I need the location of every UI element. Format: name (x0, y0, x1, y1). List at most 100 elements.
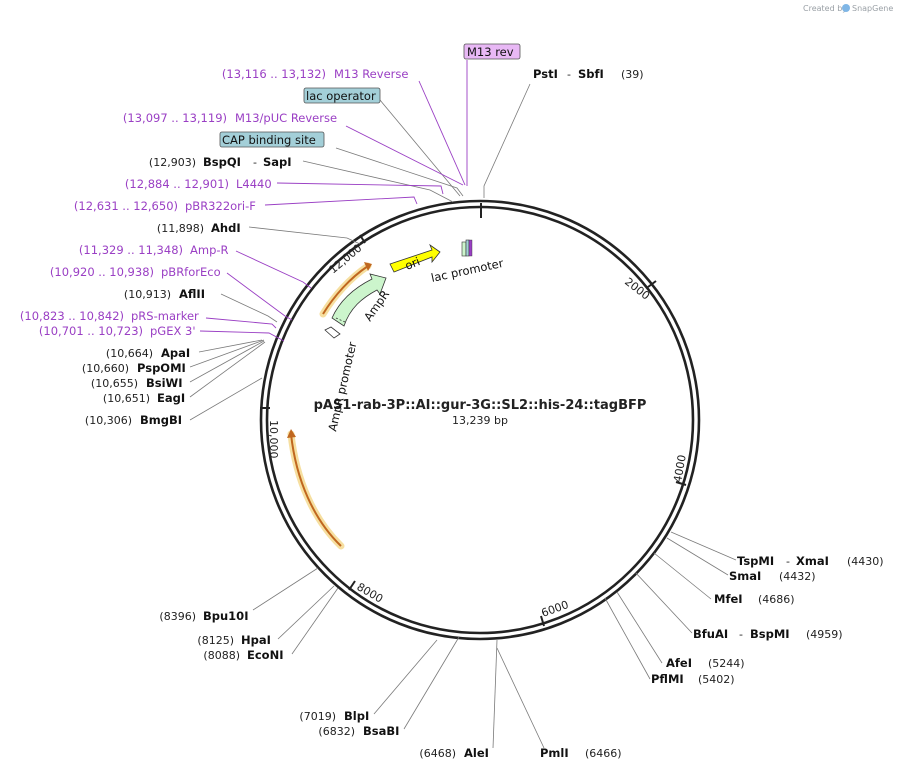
site-pos: (6466) (585, 747, 622, 760)
site-name[interactable]: BlpI (344, 709, 369, 723)
cap-site-box[interactable]: CAP binding site (219, 131, 325, 148)
tick-8000 (348, 580, 356, 591)
left-enzyme-labels: (12,903) BspQI - SapI (11,898) AhdI (10,… (82, 155, 489, 760)
site-pos: (5244) (708, 657, 745, 670)
site-name[interactable]: BsaBI (363, 724, 399, 738)
site-name[interactable]: BspMI (750, 627, 790, 641)
primer-pos: (12,884 .. 12,901) (125, 177, 229, 191)
site-name[interactable]: PmlI (540, 746, 569, 760)
primer-pos: (11,329 .. 11,348) (79, 243, 183, 257)
site-sep: - (253, 156, 257, 169)
site-name[interactable]: AhdI (211, 221, 241, 235)
tick-label-6000: 6000 (540, 598, 571, 620)
snapgene-brand: Created by SnapGene (803, 4, 893, 13)
site-name[interactable]: PflMI (651, 672, 684, 686)
plasmid-size: 13,239 bp (452, 414, 508, 427)
feature-arc-upper[interactable] (319, 262, 372, 318)
site-name[interactable]: BmgBI (140, 413, 182, 427)
site-name[interactable]: AfeI (666, 656, 692, 670)
site-name[interactable]: HpaI (241, 633, 271, 647)
site-pos: (10,306) (85, 414, 132, 427)
primer-connectors (199, 60, 468, 342)
site-name[interactable]: BfuAI (693, 627, 728, 641)
site-pos: (10,913) (124, 288, 171, 301)
site-pos: (6468) (419, 747, 456, 760)
site-sep: - (786, 555, 790, 568)
m13rev-box[interactable]: M13 rev (463, 43, 521, 60)
site-pos: (8396) (159, 610, 196, 623)
primer-pos: (10,701 .. 10,723) (39, 324, 143, 338)
primer-name[interactable]: M13/pUC Reverse (235, 111, 337, 125)
site-pos: (39) (621, 68, 644, 81)
created-by-label: Created by (803, 4, 847, 13)
enzyme-connectors (189, 83, 737, 749)
site-pos: (10,660) (82, 362, 129, 375)
site-name[interactable]: PspOMI (137, 361, 186, 375)
site-sep: - (739, 628, 743, 641)
site-pos: (8125) (197, 634, 234, 647)
primer-name[interactable]: pRS-marker (131, 309, 199, 323)
site-name[interactable]: AflII (179, 287, 205, 301)
site-pos: (10,651) (103, 392, 150, 405)
cap-site-label: CAP binding site (222, 133, 316, 147)
site-pos: (4430) (847, 555, 884, 568)
site-pos: (7019) (299, 710, 336, 723)
site-name[interactable]: EcoNI (247, 648, 283, 662)
primer-pos: (13,097 .. 13,119) (123, 111, 227, 125)
feature-ori[interactable]: ori (389, 243, 441, 273)
primer-pos: (13,116 .. 13,132) (222, 67, 326, 81)
site-pos: (11,898) (157, 222, 204, 235)
tick-4000 (675, 481, 687, 486)
site-sep: - (567, 68, 571, 81)
m13rev-label: M13 rev (467, 45, 514, 59)
plasmid-name: pAS1-rab-3P::AI::gur-3G::SL2::his-24::ta… (314, 398, 647, 413)
tick-label-10000: 10,000 (267, 420, 280, 459)
feature-ori-label: ori (403, 254, 422, 273)
feature-ampr-promoter[interactable]: AmpR promoter (324, 326, 360, 433)
site-name[interactable]: SmaI (729, 569, 761, 583)
feature-lac-promoter-label: lac promoter (430, 256, 505, 285)
site-pos: (4959) (806, 628, 843, 641)
site-name[interactable]: TspMI (737, 554, 774, 568)
tick-12000 (359, 234, 366, 244)
primer-labels: (13,116 .. 13,132) M13 Reverse (13,097 .… (20, 67, 409, 338)
tick-marks (260, 203, 687, 627)
site-pos: (8088) (203, 649, 240, 662)
site-pos: (5402) (698, 673, 735, 686)
primer-pos: (10,920 .. 10,938) (50, 265, 154, 279)
primer-name[interactable]: pBR322ori-F (185, 199, 256, 213)
site-name[interactable]: SbfI (578, 67, 604, 81)
site-name[interactable]: BspQI (203, 155, 241, 169)
site-pos: (10,655) (91, 377, 138, 390)
primer-name[interactable]: Amp-R (190, 243, 229, 257)
site-pos: (4432) (779, 570, 816, 583)
site-name[interactable]: MfeI (714, 592, 743, 606)
lac-operator-box[interactable]: lac operator (303, 87, 381, 104)
site-name[interactable]: XmaI (796, 554, 829, 568)
tick-6000 (540, 615, 545, 627)
site-pos: (12,903) (149, 156, 196, 169)
primer-pos: (12,631 .. 12,650) (74, 199, 178, 213)
site-pos: (10,664) (106, 347, 153, 360)
site-name[interactable]: PstI (533, 67, 558, 81)
site-name[interactable]: EagI (157, 391, 185, 405)
snapgene-label: SnapGene (852, 4, 893, 13)
primer-name[interactable]: pGEX 3' (150, 324, 196, 338)
site-name[interactable]: BsiWI (146, 376, 183, 390)
tick-2000 (647, 280, 657, 288)
feature-arc-lower[interactable] (287, 429, 345, 550)
lac-operator-label: lac operator (306, 89, 376, 103)
primer-name[interactable]: M13 Reverse (334, 67, 408, 81)
primer-name[interactable]: pBRforEco (161, 265, 221, 279)
primer-name[interactable]: L4440 (236, 177, 272, 191)
feature-lac-promoter[interactable]: lac promoter (430, 239, 505, 285)
site-name[interactable]: Bpu10I (203, 609, 248, 623)
site-name[interactable]: ApaI (161, 346, 190, 360)
tick-label-4000: 4000 (671, 454, 689, 484)
snapgene-logo-icon (842, 4, 850, 12)
site-name[interactable]: AleI (464, 746, 489, 760)
right-enzyme-labels: PstI - SbfI (39) TspMI - XmaI (4430) Sma… (533, 67, 884, 760)
feature-ampr[interactable]: AmpR (331, 273, 392, 327)
site-name[interactable]: SapI (263, 155, 292, 169)
